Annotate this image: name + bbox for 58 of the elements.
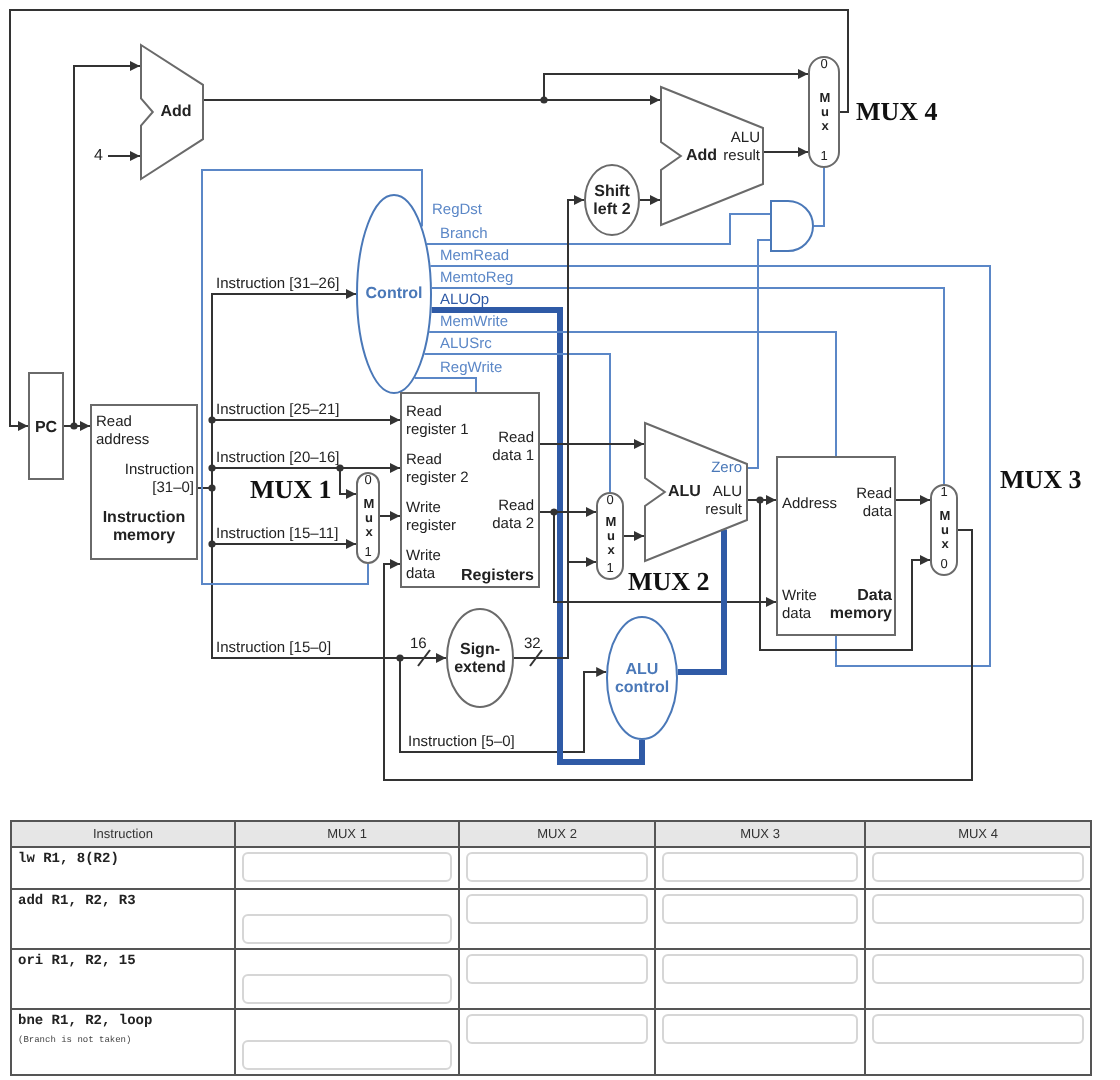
multiplexer — [596, 492, 624, 580]
constant-label: 4 — [94, 146, 103, 166]
block-title: Control — [365, 284, 423, 302]
shift-unit-ellipse — [584, 164, 640, 236]
block-title: Shift left 2 — [591, 182, 633, 218]
block-title: ALU control — [612, 660, 672, 696]
multiplexer — [356, 472, 380, 564]
block-title: Sign-extend — [452, 640, 508, 676]
block-title: Add — [686, 146, 718, 164]
adder-block — [140, 44, 204, 180]
arrow — [513, 195, 585, 659]
multiplexer — [808, 56, 840, 168]
block-title: ALU — [668, 482, 701, 500]
wire — [426, 213, 771, 245]
adder-block — [660, 86, 764, 226]
alu-block — [644, 422, 748, 562]
sign-extend-ellipse — [446, 608, 514, 708]
multiplexer — [930, 484, 958, 576]
block-title: Instruction memory — [100, 508, 188, 544]
arrow — [539, 439, 645, 449]
arrow — [197, 487, 608, 753]
arrow — [763, 147, 809, 157]
block-title: PC — [34, 418, 58, 436]
arrow — [203, 95, 661, 105]
wire — [413, 377, 477, 393]
wire — [431, 287, 945, 485]
control-unit-ellipse — [356, 194, 432, 394]
mux-name-label: MUX 4 — [856, 96, 938, 126]
block-title: Add — [160, 102, 192, 120]
wire — [677, 529, 727, 675]
block-title: Registers — [461, 566, 534, 584]
wire — [429, 265, 991, 667]
arrow — [63, 421, 91, 431]
wire — [747, 239, 771, 469]
arrow — [539, 511, 777, 607]
arrow — [379, 511, 401, 521]
mux-name-label: MUX 1 — [250, 474, 332, 504]
arrow — [107, 151, 141, 161]
wire — [431, 307, 645, 765]
wire — [813, 167, 825, 227]
arrow — [623, 531, 645, 541]
pc-register-box — [28, 372, 64, 480]
instruction-memory-box — [90, 404, 198, 560]
data-memory-box — [776, 456, 896, 636]
block-title: Data memory — [827, 586, 892, 622]
arrow — [895, 495, 931, 505]
and-gate — [770, 200, 814, 252]
arrow — [9, 9, 849, 431]
wire — [423, 353, 611, 493]
arrow — [383, 529, 973, 781]
register-file-box — [400, 392, 540, 588]
arrow — [639, 195, 661, 205]
arrow — [747, 499, 931, 651]
mux-name-label: MUX 2 — [628, 566, 710, 596]
alu-control-ellipse — [606, 616, 678, 740]
wire — [201, 169, 423, 585]
wire — [428, 331, 837, 457]
mux-name-label: MUX 3 — [1000, 464, 1082, 494]
